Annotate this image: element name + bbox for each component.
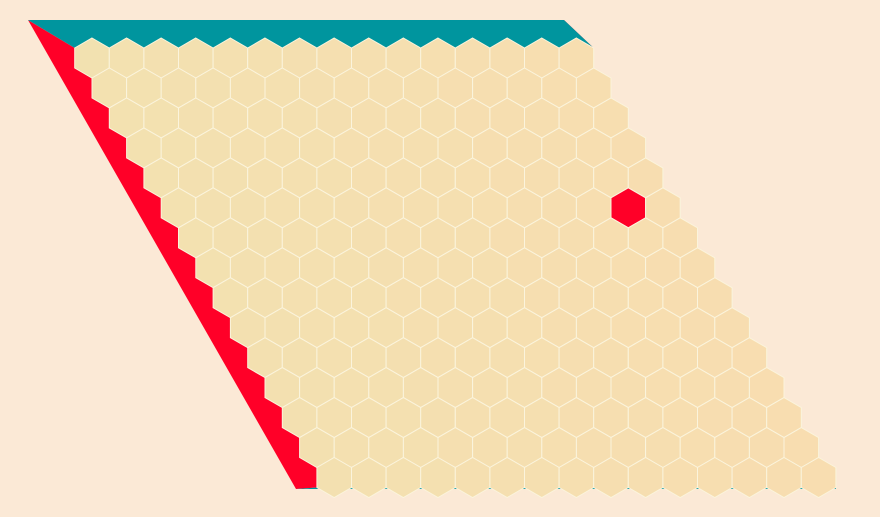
top-edge-blue: [28, 20, 594, 48]
hex-cells: [74, 37, 837, 499]
left-edge-red: [28, 20, 317, 489]
hex-cell-r14-c14[interactable]: [800, 456, 837, 499]
